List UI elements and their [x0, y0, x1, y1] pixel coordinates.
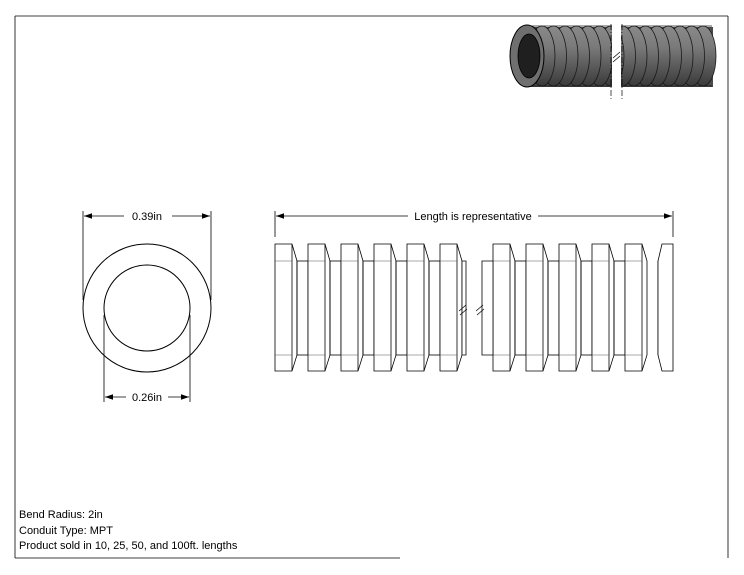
valley-segment — [395, 260, 408, 356]
valley-segment — [428, 260, 441, 356]
iso-break-lines — [610, 22, 623, 100]
iso-ribs — [527, 25, 717, 87]
rib-segment — [274, 243, 298, 372]
outer-diameter-label: 0.39in — [132, 211, 162, 223]
inner-diameter-dimension — [103, 315, 191, 402]
length-label: Length is representative — [414, 211, 531, 223]
valley-segment — [514, 260, 527, 356]
rib-segment — [406, 243, 430, 372]
rib-segment — [373, 243, 397, 372]
break-stub — [481, 260, 494, 356]
conduit-type-note: Conduit Type: MPT — [19, 524, 113, 537]
end-view — [82, 243, 212, 373]
rib-segment — [525, 243, 549, 372]
outer-diameter-dimension — [82, 211, 212, 300]
iso-view — [509, 22, 717, 100]
valley-segment — [296, 260, 309, 356]
break-stub — [461, 260, 467, 356]
inner-diameter-label: 0.26in — [132, 392, 162, 404]
side-view — [274, 243, 674, 372]
rib-segment — [307, 243, 331, 372]
rib-segment — [492, 243, 516, 372]
valley-segment — [613, 260, 626, 356]
iso-end-face — [509, 24, 545, 88]
valley-segment — [362, 260, 375, 356]
sheet-border — [14, 15, 729, 559]
valley-segment — [580, 260, 593, 356]
bend-radius-note: Bend Radius: 2in — [19, 509, 103, 521]
end-rib — [657, 243, 674, 372]
lengths-note: Product sold in 10, 25, 50, and 100ft. l… — [19, 540, 238, 552]
notes-block: Bend Radius: 2in Conduit Type: MPT Produ… — [19, 508, 237, 555]
rib-segment — [558, 243, 582, 372]
rib-segment — [591, 243, 615, 372]
side-view-ribs — [274, 243, 674, 372]
side-break-lines — [458, 304, 485, 316]
valley-segment — [329, 260, 342, 356]
rib-segment — [439, 243, 463, 372]
length-dimension — [274, 211, 674, 237]
rib-segment — [624, 243, 648, 372]
rib-segment — [340, 243, 364, 372]
valley-segment — [547, 260, 560, 356]
